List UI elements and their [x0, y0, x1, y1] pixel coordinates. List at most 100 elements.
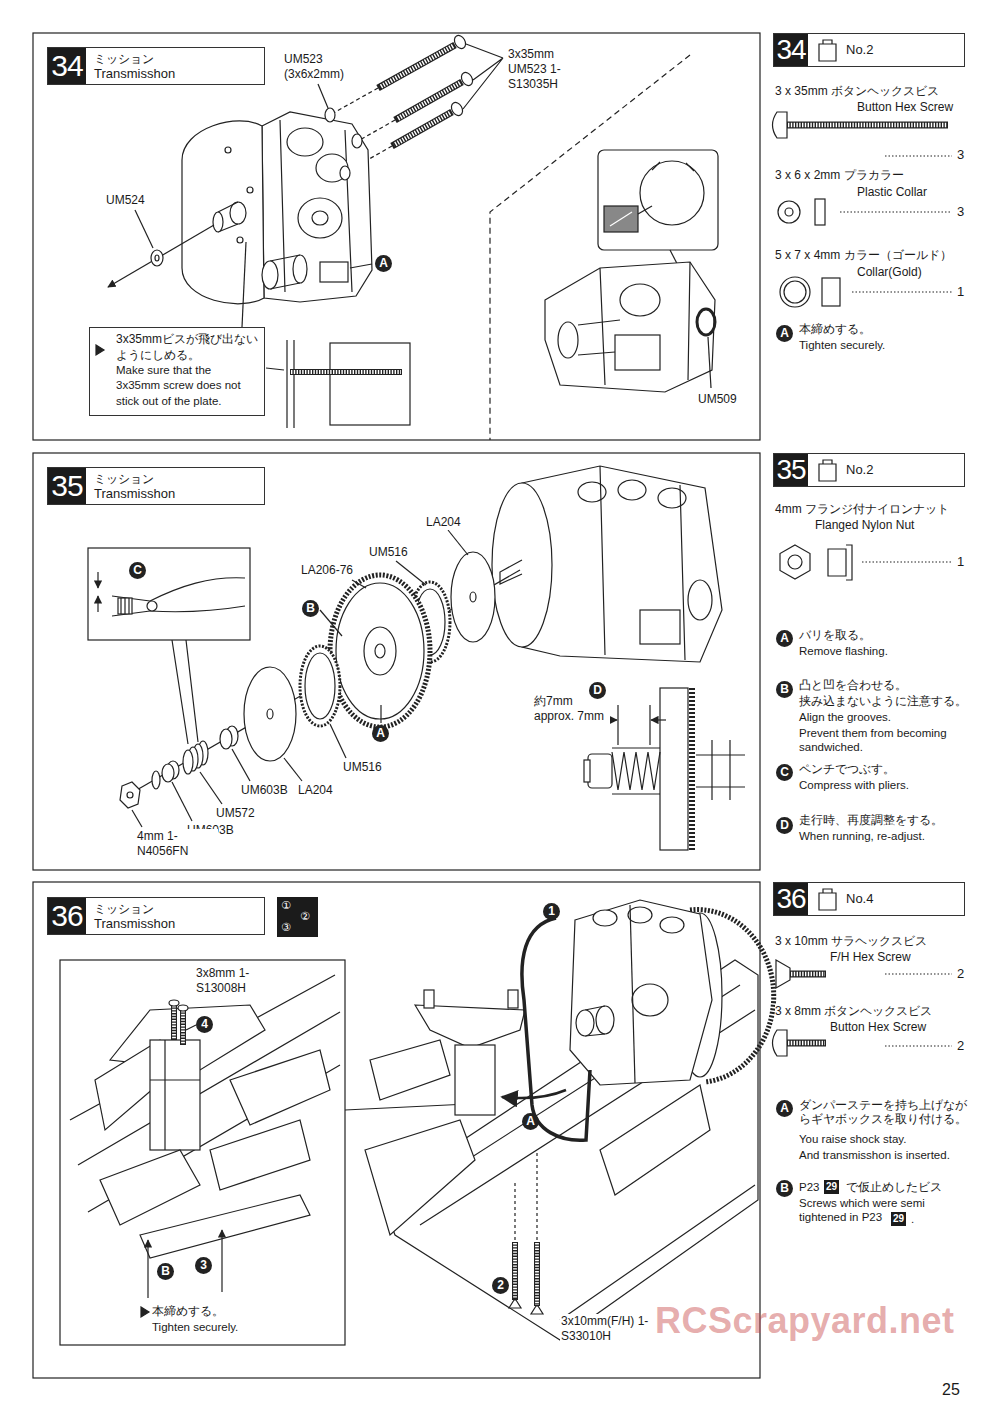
slipper-clutch-drawing [380, 705, 381, 723]
transmission-drawing [350, 264, 372, 268]
transmission-drawing [96, 345, 104, 355]
step-title-en: Transmisshon [94, 486, 175, 501]
chassis-drawing [593, 910, 617, 926]
chassis-drawing [600, 1085, 710, 1195]
slipper-clutch-drawing [588, 754, 612, 788]
transmission-drawing [247, 187, 253, 193]
chassis-drawing [150, 1040, 200, 1150]
slipper-clutch-drawing [688, 580, 712, 620]
callout-number: 1 [543, 903, 560, 920]
part-icon [828, 545, 852, 580]
chassis-drawing [178, 1005, 188, 1011]
transmission-drawing [378, 45, 455, 88]
chassis-drawing [513, 1243, 517, 1299]
parts-bag-header: 35No.2 [773, 453, 965, 487]
transmission-drawing [151, 250, 163, 266]
chassis-drawing [100, 1150, 200, 1225]
note-text: Prevent them from becoming sandwiched. [799, 726, 974, 755]
transmission-drawing [293, 255, 307, 283]
part-name: Flanged Nylon Nut [815, 518, 914, 533]
callout-letter: B [157, 1263, 174, 1280]
slipper-clutch-drawing [118, 598, 132, 614]
chassis-drawing [60, 900, 774, 1345]
part-icon [785, 208, 793, 216]
slipper-clutch-drawing [396, 561, 426, 585]
part-label: UM523 (3x6x2mm) [283, 52, 365, 82]
note-text: バリを取る。 [799, 628, 871, 642]
part-label: LA204 [425, 515, 462, 530]
chassis-drawing [180, 1010, 186, 1045]
slipper-clutch-drawing [232, 749, 250, 781]
part-name: Plastic Collar [857, 185, 927, 200]
callout-letter: B [776, 1180, 793, 1197]
part-icon [773, 1030, 788, 1056]
part-name: F/H Hex Screw [830, 950, 911, 965]
part-icon [885, 1045, 952, 1046]
chassis-drawing [531, 1306, 543, 1314]
transmission-drawing [459, 70, 475, 87]
transmission-drawing [697, 309, 715, 335]
slipper-clutch-drawing [152, 771, 160, 789]
transmission-drawing [155, 255, 159, 261]
note-text: Compress with pliers. [799, 778, 909, 792]
chassis-drawing [370, 1040, 450, 1100]
slipper-clutch-drawing [578, 482, 606, 502]
part-name: 3 x 35mm ボタンヘックスビス [775, 84, 939, 99]
chassis-drawing [181, 1011, 185, 1044]
slipper-clutch-drawing [172, 782, 192, 821]
part-icon [776, 960, 790, 988]
part-icon [778, 201, 800, 223]
slipper-clutch-drawing [375, 644, 385, 658]
quantity: 3 [955, 147, 966, 163]
transmission-drawing [452, 33, 468, 50]
slipper-clutch-drawing [584, 760, 590, 782]
part-label: 3x10mm(F/H) 1-S33010H [560, 1314, 657, 1344]
part-icon [791, 972, 825, 977]
note-text: . [911, 1212, 914, 1226]
slipper-clutch-drawing [112, 596, 150, 616]
callout-letter: B [776, 681, 793, 698]
slipper-clutch-drawing [267, 709, 273, 719]
slipper-clutch-drawing [120, 782, 140, 808]
transmission-drawing [213, 212, 223, 232]
chassis-drawing [502, 1090, 566, 1098]
quantity: 3 [955, 204, 966, 220]
part-icon [822, 278, 840, 306]
chassis-drawing [596, 1006, 614, 1034]
slipper-clutch-drawing [651, 719, 666, 720]
chassis-drawing [221, 1230, 222, 1292]
chassis-drawing [186, 1025, 196, 1030]
transmission-drawing [242, 242, 246, 327]
part-icon [815, 199, 825, 225]
chassis-drawing [141, 1307, 149, 1317]
part-icon [790, 971, 826, 978]
chassis-drawing [535, 1243, 539, 1305]
step-frame [33, 453, 760, 870]
transmission-drawing [287, 340, 294, 428]
part-label: 3x8mm 1-S13008H [195, 966, 267, 996]
callout-letter: D [589, 682, 606, 699]
step-title-box: 36ミッションTransmisshon [47, 897, 265, 935]
slipper-clutch-drawing [284, 758, 302, 781]
part-icon [773, 960, 953, 1056]
note-text: 本締めする。 [152, 1304, 224, 1318]
slipper-clutch-drawing [162, 764, 174, 782]
slipper-clutch-drawing [660, 688, 688, 850]
slipper-clutch-drawing [696, 740, 745, 800]
transmission-drawing [558, 322, 578, 358]
transmission-drawing [652, 162, 694, 171]
chassis-drawing [455, 1045, 495, 1115]
transmission-drawing [96, 33, 718, 440]
chassis-drawing [60, 960, 345, 1345]
slipper-clutch-drawing [97, 572, 98, 588]
bag-icon [819, 460, 836, 481]
chassis-drawing [415, 1005, 525, 1048]
callout-number: 4 [196, 1016, 213, 1033]
transmission-drawing [463, 44, 503, 109]
transmission-drawing [638, 206, 652, 214]
part-name: 3 x 6 x 2mm プラカラー [775, 168, 904, 183]
slipper-clutch-drawing [88, 548, 250, 640]
part-name: Button Hex Screw [830, 1020, 926, 1035]
part-label: LA204 [297, 783, 334, 798]
part-icon [885, 973, 952, 974]
